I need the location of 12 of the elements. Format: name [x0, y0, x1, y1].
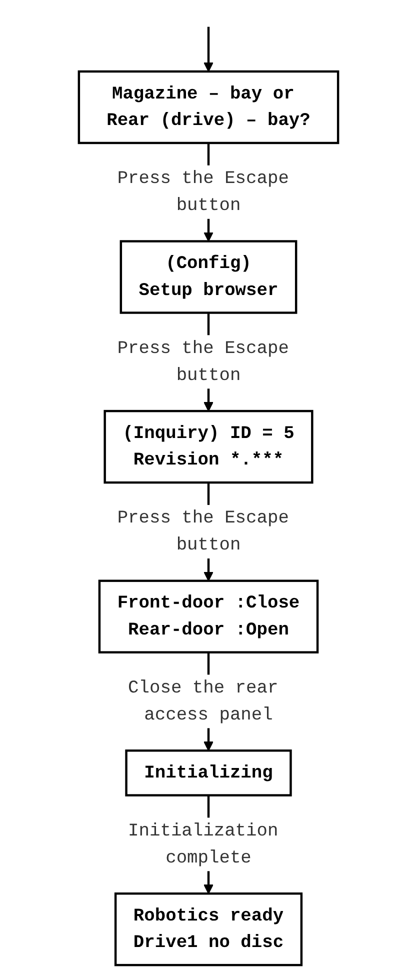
node-box: Initializing [125, 749, 292, 796]
node-box: (Config) Setup browser [120, 240, 298, 314]
node-box: Robotics ready Drive1 no disc [114, 892, 303, 966]
edge-label: Initialization complete [128, 820, 278, 868]
edge-label: Press the Escape button [117, 168, 289, 216]
node-box: Magazine – bay or Rear (drive) – bay? [78, 70, 340, 144]
arrow [204, 26, 214, 72]
edge-label: Close the rear access panel [128, 678, 278, 725]
edge-label: Press the Escape button [117, 508, 289, 556]
edge-label: Press the Escape button [117, 338, 289, 386]
node-box: (Inquiry) ID = 5 Revision *.*** [104, 410, 314, 484]
node-box: Front-door :Close Rear-door :Open [98, 580, 319, 654]
